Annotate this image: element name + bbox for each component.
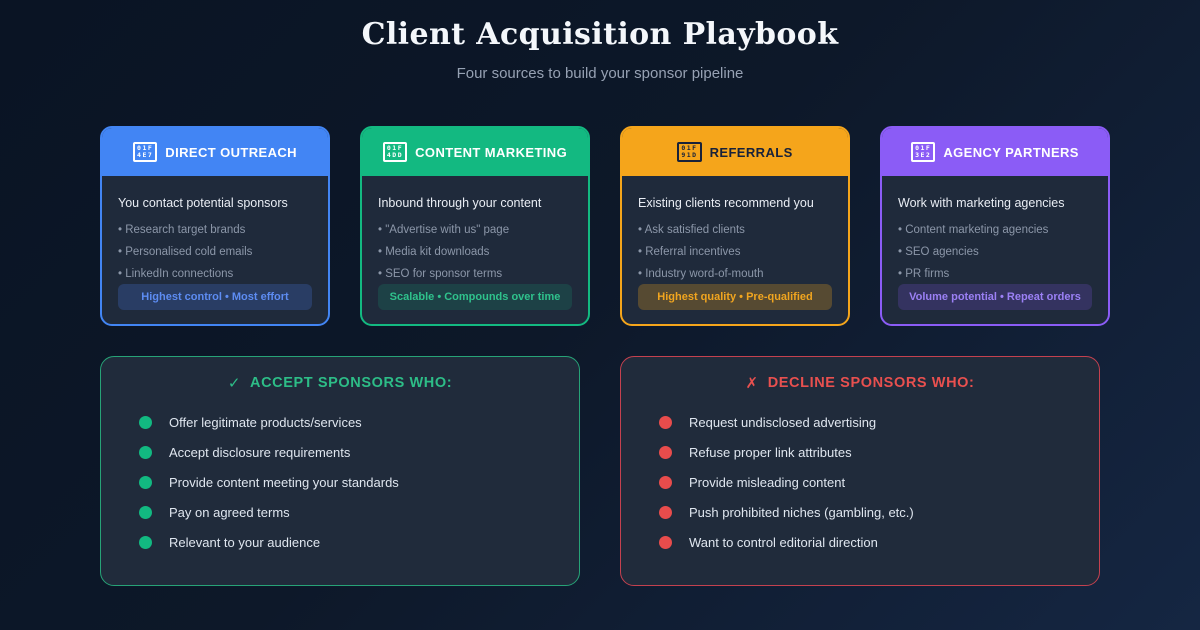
decline-sponsors-panel: ✗ DECLINE SPONSORS WHO: Request undisclo… xyxy=(620,356,1100,586)
card-body: Existing clients recommend you • Ask sat… xyxy=(622,176,848,324)
card-badge: Scalable • Compounds over time xyxy=(378,284,572,310)
card-title: AGENCY PARTNERS xyxy=(943,144,1079,160)
source-cards-row: 01F 4E7 DIRECT OUTREACH You contact pote… xyxy=(100,126,1110,326)
page-header: Client Acquisition Playbook Four sources… xyxy=(0,0,1200,82)
criteria-panels-row: ✓ ACCEPT SPONSORS WHO: Offer legitimate … xyxy=(100,356,1200,586)
accept-sponsors-panel: ✓ ACCEPT SPONSORS WHO: Offer legitimate … xyxy=(100,356,580,586)
card-badge: Highest control • Most effort xyxy=(118,284,312,310)
card-content-marketing: 01F 4DD CONTENT MARKETING Inbound throug… xyxy=(360,126,590,326)
list-item: Accept disclosure requirements xyxy=(139,437,579,467)
memo-icon: 01F 4DD xyxy=(382,142,408,162)
list-item: Request undisclosed advertising xyxy=(659,407,1099,437)
list-item: Provide content meeting your standards xyxy=(139,467,579,497)
card-referrals: 01F 91D REFERRALS Existing clients recom… xyxy=(620,126,850,326)
cross-icon: ✗ xyxy=(745,375,759,392)
list-item: Relevant to your audience xyxy=(139,527,579,557)
card-bullet: • PR firms xyxy=(898,268,950,280)
page-subtitle: Four sources to build your sponsor pipel… xyxy=(456,65,744,82)
card-bullet: • "Advertise with us" page xyxy=(378,224,510,236)
card-agency-partners: 01F 3E2 AGENCY PARTNERS Work with market… xyxy=(880,126,1110,326)
card-intro: You contact potential sponsors xyxy=(118,196,288,210)
card-body: You contact potential sponsors • Researc… xyxy=(102,176,328,324)
decline-list: Request undisclosed advertising Refuse p… xyxy=(659,407,1099,557)
page-title: Client Acquisition Playbook xyxy=(361,17,839,52)
green-dot-icon xyxy=(139,415,152,429)
list-item: Refuse proper link attributes xyxy=(659,437,1099,467)
card-bullet: • SEO agencies xyxy=(898,246,979,258)
list-item: Want to control editorial direction xyxy=(659,527,1099,557)
handshake-icon: 01F 91D xyxy=(677,142,702,162)
card-intro: Existing clients recommend you xyxy=(638,196,814,210)
green-dot-icon xyxy=(139,445,152,459)
card-bullet: • Ask satisfied clients xyxy=(638,224,745,236)
green-dot-icon xyxy=(139,535,152,549)
accept-list: Offer legitimate products/services Accep… xyxy=(139,407,579,557)
office-building-icon: 01F 3E2 xyxy=(911,142,936,162)
red-dot-icon xyxy=(659,415,672,429)
email-icon: 01F 4E7 xyxy=(133,142,158,162)
green-dot-icon xyxy=(139,505,152,519)
card-bullet: • Referral incentives xyxy=(638,246,741,258)
card-intro: Inbound through your content xyxy=(378,196,542,210)
list-item: Provide misleading content xyxy=(659,467,1099,497)
card-title: REFERRALS xyxy=(709,144,793,160)
card-header: 01F 3E2 AGENCY PARTNERS xyxy=(882,128,1108,176)
red-dot-icon xyxy=(659,475,672,489)
card-badge: Highest quality • Pre-qualified xyxy=(638,284,832,310)
accept-panel-title: ✓ ACCEPT SPONSORS WHO: xyxy=(227,375,453,392)
card-header: 01F 4DD CONTENT MARKETING xyxy=(362,128,588,176)
card-bullet: • Industry word-of-mouth xyxy=(638,268,764,280)
decline-panel-title: ✗ DECLINE SPONSORS WHO: xyxy=(745,375,975,392)
card-direct-outreach: 01F 4E7 DIRECT OUTREACH You contact pote… xyxy=(100,126,330,326)
green-dot-icon xyxy=(139,475,152,489)
card-badge: Volume potential • Repeat orders xyxy=(898,284,1092,310)
card-body: Inbound through your content • "Advertis… xyxy=(362,176,588,324)
card-body: Work with marketing agencies • Content m… xyxy=(882,176,1108,324)
card-title: DIRECT OUTREACH xyxy=(165,144,297,160)
card-title: CONTENT MARKETING xyxy=(415,144,568,160)
card-bullet: • Personalised cold emails xyxy=(118,246,253,258)
red-dot-icon xyxy=(659,535,672,549)
red-dot-icon xyxy=(659,505,672,519)
card-header: 01F 91D REFERRALS xyxy=(622,128,848,176)
card-bullet: • LinkedIn connections xyxy=(118,268,234,280)
card-bullet: • Media kit downloads xyxy=(378,246,490,258)
card-header: 01F 4E7 DIRECT OUTREACH xyxy=(102,128,328,176)
red-dot-icon xyxy=(659,445,672,459)
list-item: Pay on agreed terms xyxy=(139,497,579,527)
check-icon: ✓ xyxy=(227,375,242,392)
card-bullet: • Research target brands xyxy=(118,224,246,236)
list-item: Push prohibited niches (gambling, etc.) xyxy=(659,497,1099,527)
card-bullet: • SEO for sponsor terms xyxy=(378,268,503,280)
card-intro: Work with marketing agencies xyxy=(898,196,1065,210)
list-item: Offer legitimate products/services xyxy=(139,407,579,437)
card-bullet: • Content marketing agencies xyxy=(898,224,1049,236)
